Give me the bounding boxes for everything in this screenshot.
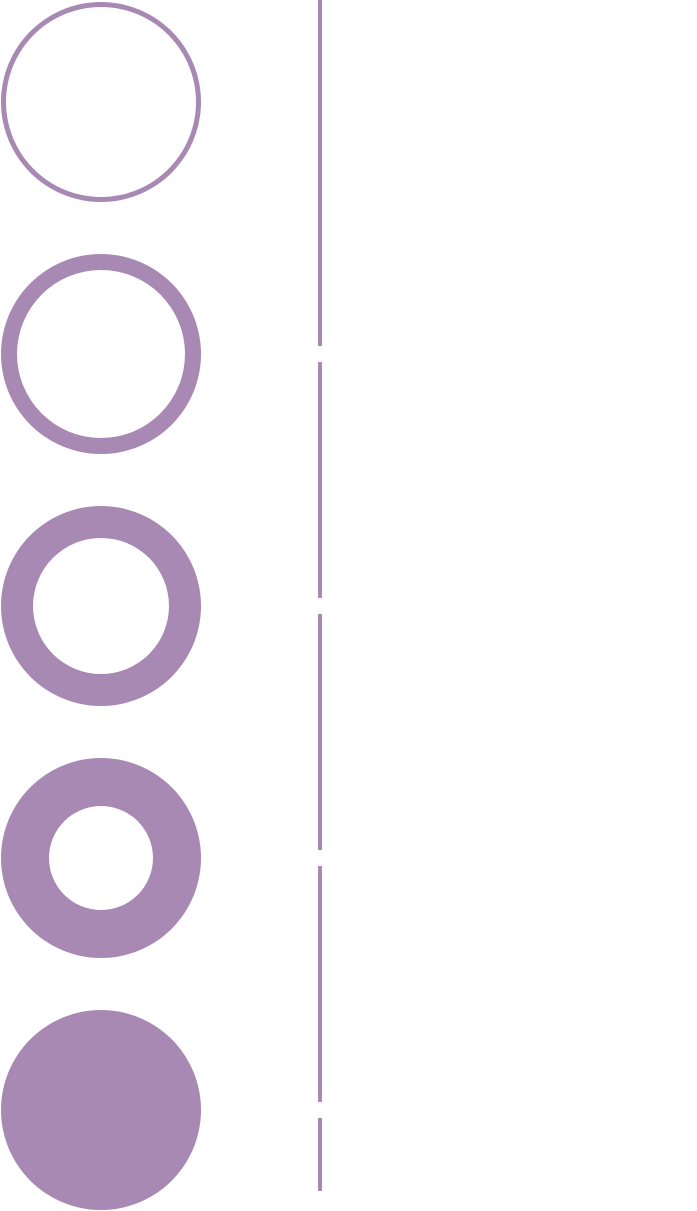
progress-ring-2 [1, 254, 201, 454]
ring-inner-hole [33, 538, 169, 674]
progress-ring-5 [1, 1010, 201, 1210]
ring-stack [1, 2, 201, 1210]
progress-ring-3 [1, 506, 201, 706]
progress-ring-1 [1, 2, 201, 202]
ring-inner-hole [49, 806, 153, 910]
progress-ring-4 [1, 758, 201, 958]
ring-outer-disc [1, 1010, 201, 1210]
ring-inner-hole [17, 270, 185, 438]
ring-inner-hole [6, 7, 196, 197]
